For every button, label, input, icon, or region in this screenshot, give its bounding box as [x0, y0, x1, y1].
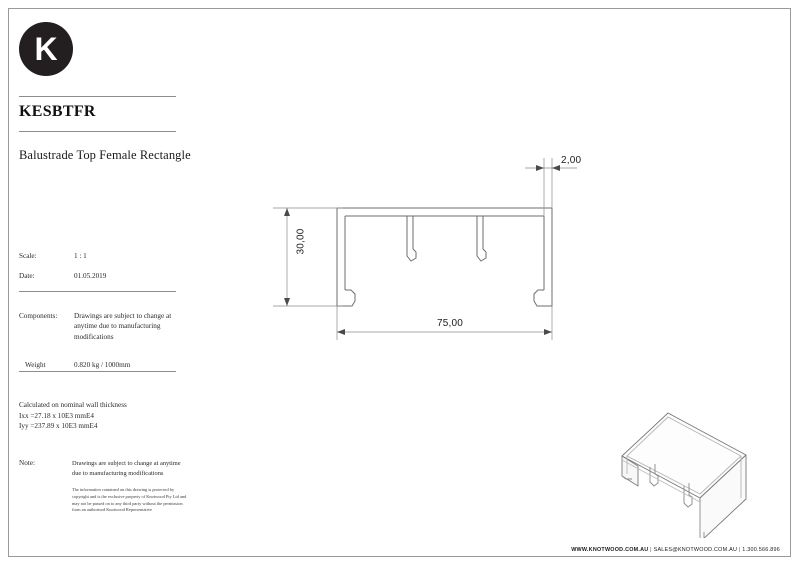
profile-left-hook	[336, 289, 356, 307]
calc-value: Calculated on nominal wall thickness Ixx…	[19, 401, 127, 431]
date-value: 01.05.2019	[74, 272, 107, 280]
footer-separator-1: |	[648, 547, 654, 553]
weight-value: 0.820 kg / 1000mm	[74, 361, 131, 369]
divider-above-title	[19, 96, 176, 97]
spec-row-weight: Weight 0.820 kg / 1000mm	[19, 360, 194, 370]
arrow-thk-left	[536, 165, 544, 171]
knotwood-logo: K	[19, 22, 73, 76]
footer-separator-2: |	[737, 547, 743, 553]
spec-row-date: Date: 01.05.2019	[19, 271, 194, 281]
arrow-height-top	[284, 208, 290, 216]
arrow-height-bottom	[284, 298, 290, 306]
divider-above-calc	[19, 371, 176, 372]
dimension-label-thickness: 2,00	[561, 155, 582, 166]
spec-row-section-properties: Calculated on nominal wall thickness Ixx…	[19, 390, 194, 432]
isometric-svg	[621, 412, 747, 543]
arrow-thk-right	[552, 165, 560, 171]
iso-left-hook	[621, 475, 632, 480]
footer-phone[interactable]: 1.300.566.896	[742, 547, 780, 553]
footer-website[interactable]: WWW.KNOTWOOD.COM.AU	[571, 547, 649, 553]
cross-section-drawing	[255, 140, 645, 380]
internal-fin-right-return	[482, 216, 487, 253]
dimension-label-width: 75,00	[437, 318, 464, 329]
iso-underside-edge	[621, 459, 701, 503]
scale-label: Scale:	[19, 252, 37, 260]
product-name: Balustrade Top Female Rectangle	[19, 148, 191, 162]
arrow-width-right	[544, 329, 552, 335]
components-label: Components:	[19, 312, 58, 320]
note-copyright-text: The information contained on this drawin…	[72, 487, 187, 513]
internal-fin-right	[476, 216, 487, 262]
weight-label: Weight	[25, 361, 46, 369]
divider-below-title	[19, 131, 176, 132]
date-label: Date:	[19, 272, 35, 280]
components-value: Drawings are subject to change at anytim…	[74, 312, 172, 341]
internal-fin-left	[406, 216, 417, 262]
iso-fin-left	[649, 464, 659, 487]
divider-above-components	[19, 291, 176, 292]
footer-email[interactable]: SALES@KNOTWOOD.COM.AU	[653, 547, 738, 553]
product-code: KESBTFR	[19, 103, 96, 120]
iso-top-inner	[626, 416, 742, 495]
spec-row-scale: Scale: 1 : 1	[19, 251, 194, 261]
cross-section-svg	[273, 158, 577, 340]
isometric-view	[588, 398, 788, 543]
scale-value: 1 : 1	[74, 252, 87, 260]
note-main-text: Drawings are subject to change at anytim…	[72, 460, 181, 477]
dimension-label-height: 30,00	[295, 228, 307, 255]
note-label: Note:	[19, 459, 35, 467]
arrow-width-left	[337, 329, 345, 335]
profile-right-hook	[533, 289, 553, 307]
iso-fin-right	[683, 483, 693, 508]
spec-row-components: Components: Drawings are subject to chang…	[19, 311, 194, 342]
footer-contact: WWW.KNOTWOOD.COM.AU | SALES@KNOTWOOD.COM…	[571, 547, 780, 553]
internal-fin-left-return	[412, 216, 417, 253]
logo-letter: K	[34, 31, 58, 67]
